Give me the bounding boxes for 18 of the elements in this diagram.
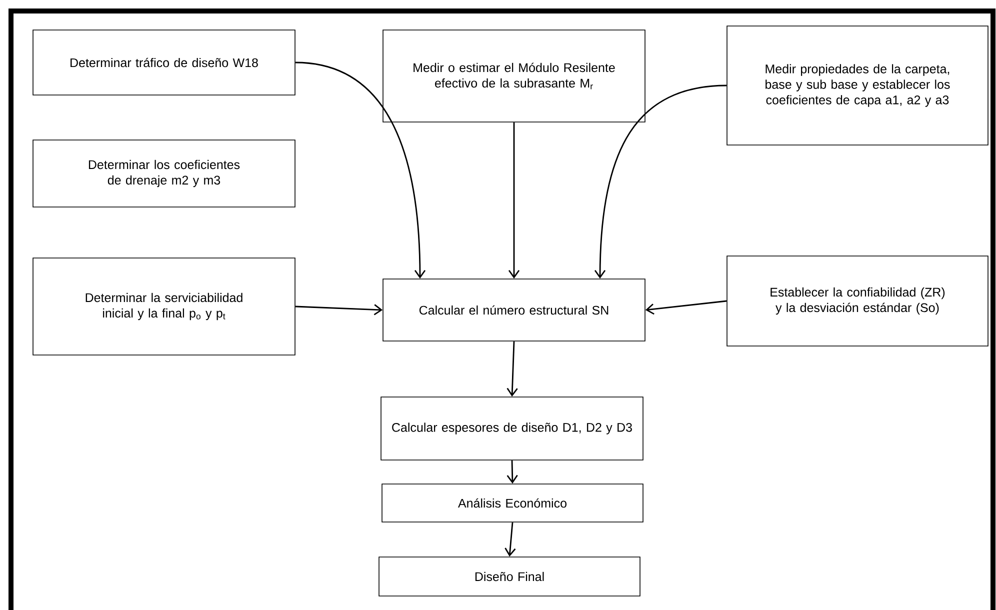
input-box: Determinar la serviciabilidad inicial y la final p$_{o}$ y p$_{t}$ <box>32 258 296 356</box>
process-box: Análisis Económico <box>382 484 644 522</box>
process-box: Calcular espesores de diseño D1, D2 y D3 <box>380 396 644 460</box>
process-box: Calcular el número estructural SN <box>382 278 646 342</box>
arrow <box>504 522 516 557</box>
input-box: Establecer la confiabilidad (ZR) y la desviación estándar (So) <box>726 256 988 346</box>
input-box: Medir propiedades de la carpeta, base y sub base y establecer los coeficientes de capa a1, a2 y a3 <box>726 26 988 146</box>
arrow <box>645 300 727 315</box>
arrow <box>594 84 727 279</box>
arrow <box>295 62 426 279</box>
input-box: Medir o estimar el Módulo Resilente efectivo de la subrasante M$_{r}$ <box>382 30 646 122</box>
input-box: Determinar los coeficientes de drenaje m2 y m3 <box>32 140 296 208</box>
arrow <box>295 304 383 316</box>
input-box: Determinar tráfico de diseño W18 <box>32 30 296 96</box>
process-box: Diseño Final <box>378 556 640 596</box>
arrow <box>506 460 518 484</box>
arrow <box>506 341 518 397</box>
arrow <box>508 122 520 279</box>
